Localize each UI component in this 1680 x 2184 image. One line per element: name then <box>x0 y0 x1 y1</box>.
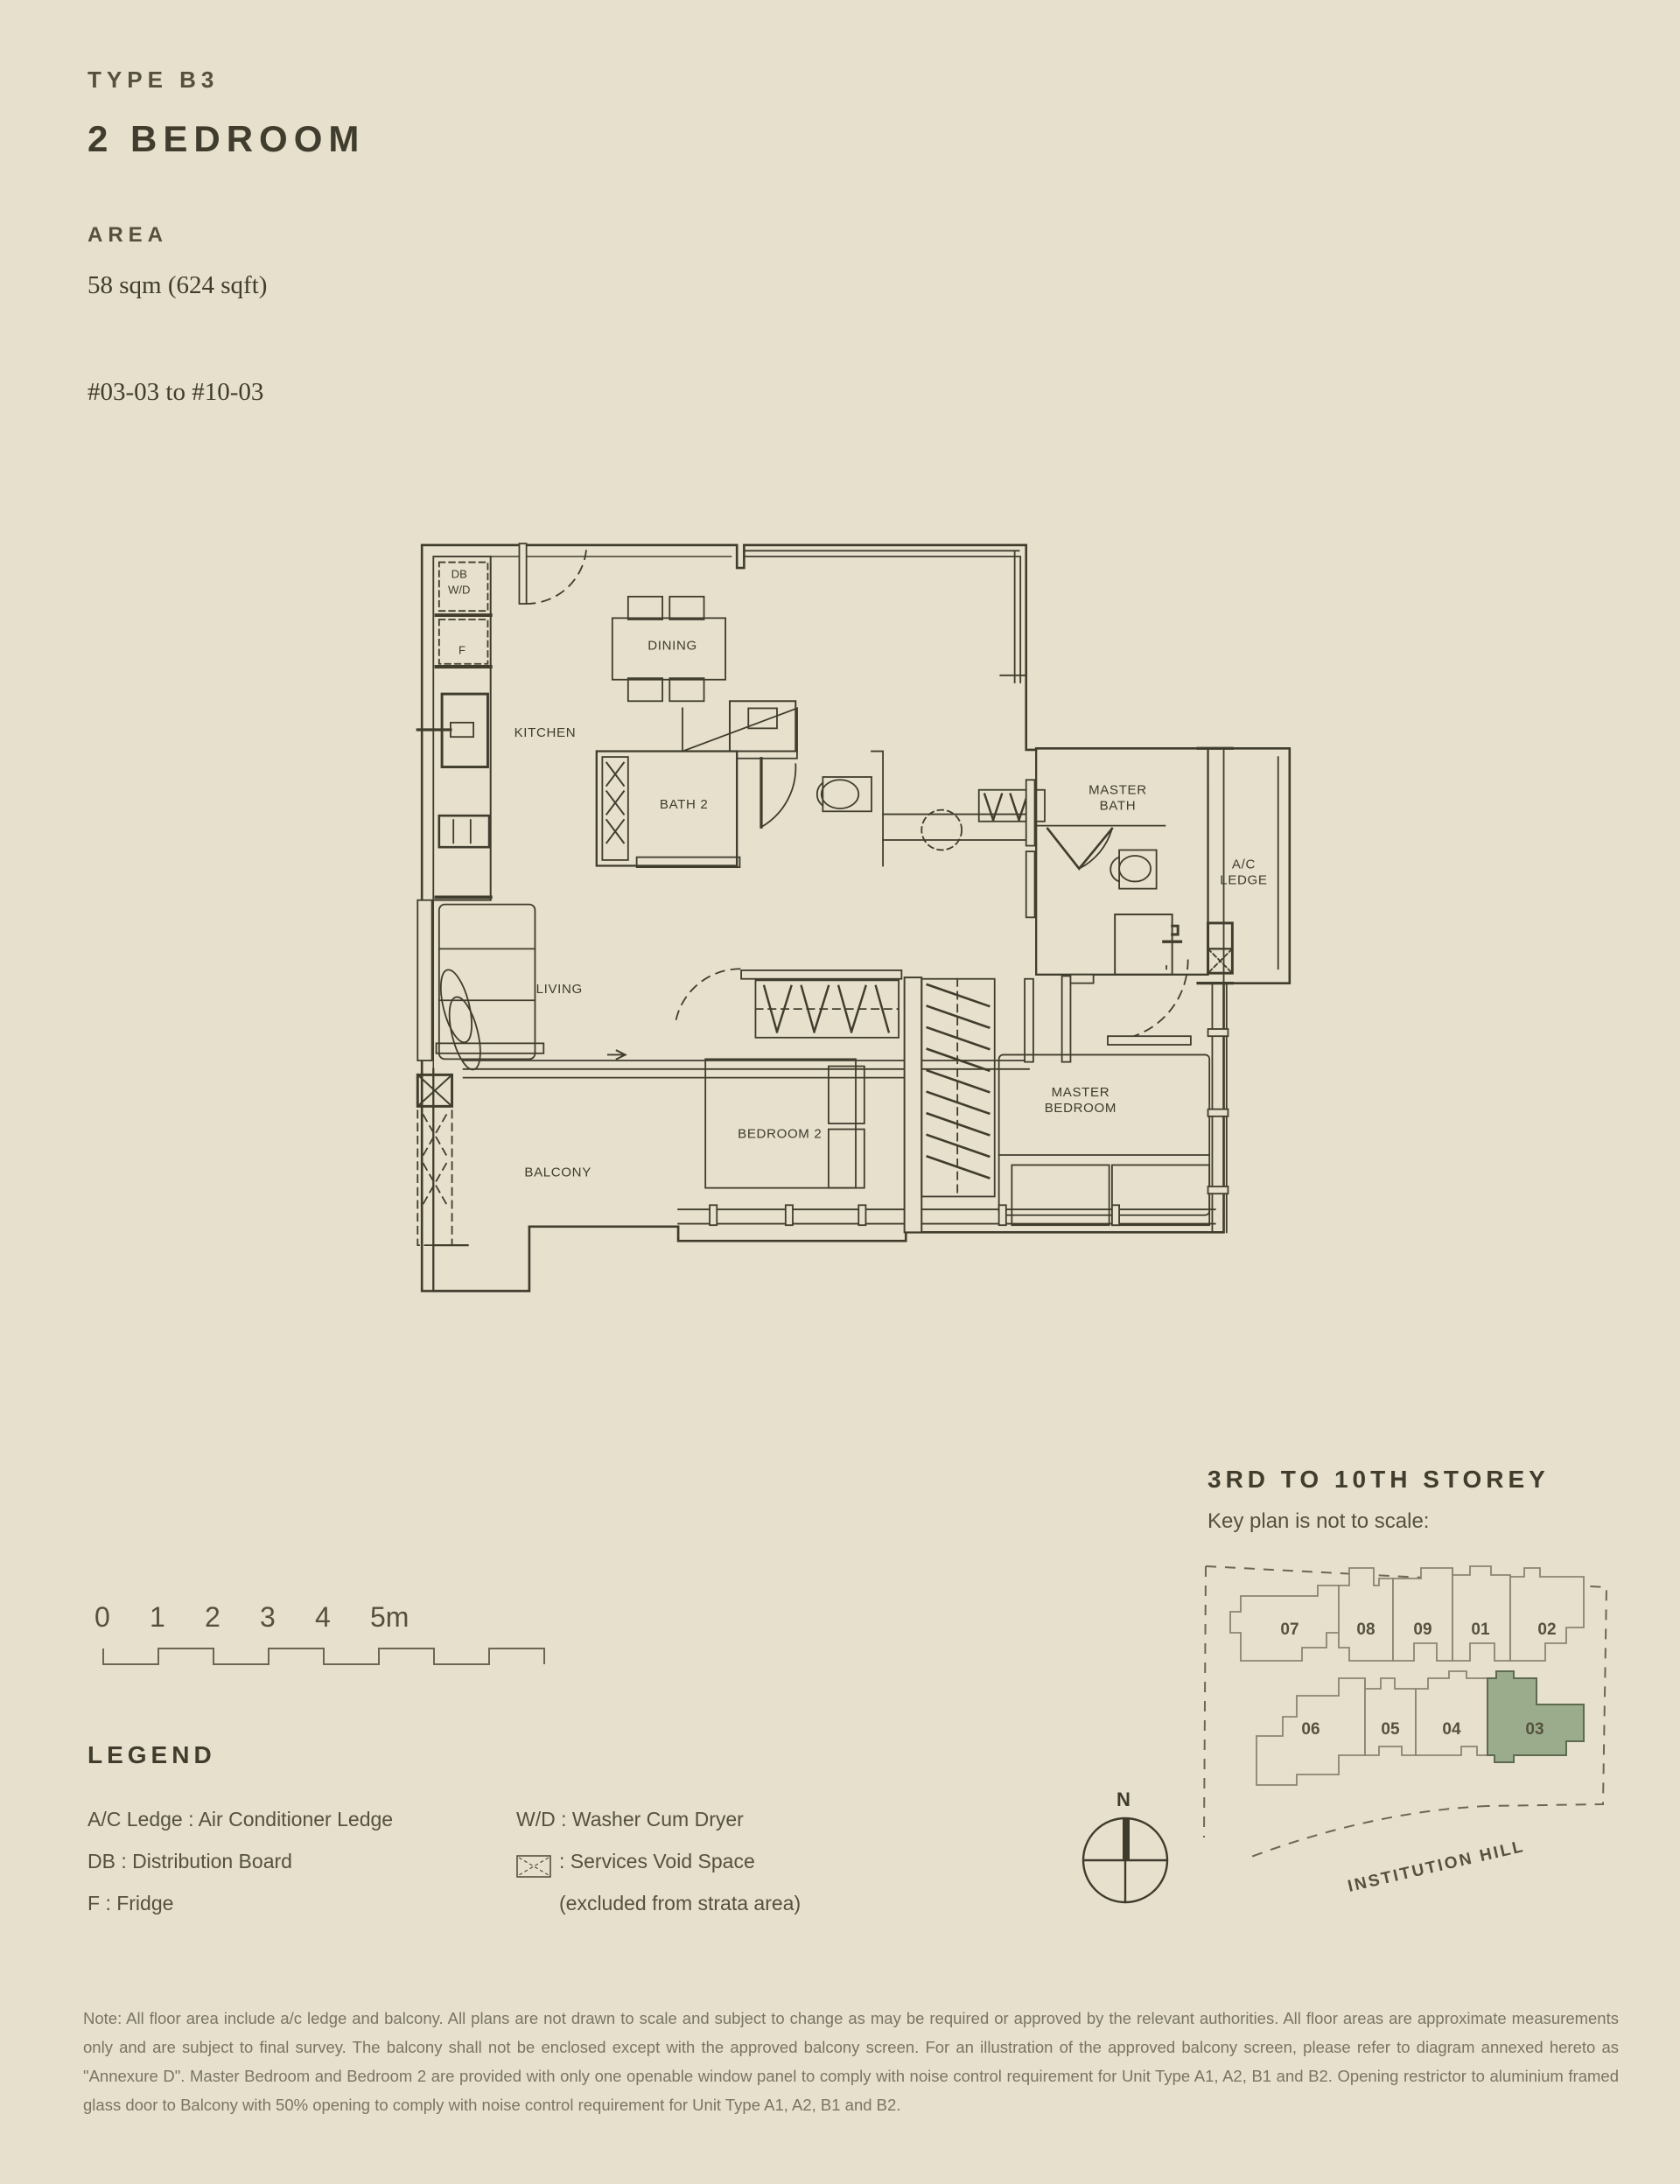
legend-text: F : Fridge <box>88 1892 174 1914</box>
legend-column-right: W/D : Washer Cum Dryer : Services Void S… <box>516 1798 801 1924</box>
keyplan-label-07: 07 <box>1280 1620 1298 1639</box>
site-boundary <box>1205 1565 1608 1807</box>
scale-bar: 0 1 2 3 4 5m <box>88 1601 560 1671</box>
legend-item-fridge: F : Fridge <box>88 1882 393 1924</box>
legend-text: DB : Distribution Board <box>88 1850 292 1872</box>
legend-title: LEGEND <box>88 1741 216 1768</box>
legend-item-strata-note: (excluded from strata area) <box>516 1882 801 1924</box>
room-label: LIVING <box>536 982 583 997</box>
scale-tick-labels: 0 1 2 3 4 5m <box>88 1601 560 1642</box>
room-label: BEDROOM 2 <box>738 1126 822 1141</box>
legend-column-left: A/C Ledge : Air Conditioner Ledge DB : D… <box>88 1798 393 1924</box>
scale-tick: 3 <box>260 1601 276 1633</box>
area-value: 58 sqm (624 sqft) <box>88 271 268 299</box>
keyplan-label-05: 05 <box>1381 1720 1400 1739</box>
scale-tick: 0 <box>94 1601 110 1633</box>
appliance-label: F <box>458 643 466 656</box>
keyplan-unit-06 <box>1256 1677 1366 1786</box>
room-label: KITCHEN <box>514 725 577 740</box>
scale-tick: 2 <box>205 1601 220 1633</box>
legend-item-ac-ledge: A/C Ledge : Air Conditioner Ledge <box>88 1798 393 1840</box>
keyplan-title: 3RD TO 10TH STOREY <box>1208 1466 1550 1493</box>
page-title: 2 BEDROOM <box>88 118 366 159</box>
compass-rose: N <box>1082 1788 1169 1904</box>
legend-text: W/D : Washer Cum Dryer <box>516 1808 744 1830</box>
legend-item-washer-dryer: W/D : Washer Cum Dryer <box>516 1798 801 1840</box>
legend-item-db: DB : Distribution Board <box>88 1840 393 1882</box>
scale-tick: 4 <box>315 1601 331 1633</box>
unit-range: #03-03 to #10-03 <box>88 378 264 406</box>
keyplan-label-01: 01 <box>1471 1620 1490 1639</box>
legend-text: : Services Void Space <box>559 1850 755 1872</box>
footnote: Note: All floor area include a/c ledge a… <box>83 2009 1619 2114</box>
legend-text: A/C Ledge : Air Conditioner Ledge <box>88 1808 394 1830</box>
keyplan-unit-08 <box>1338 1567 1394 1662</box>
keyplan-label-02: 02 <box>1537 1620 1556 1639</box>
appliance-label: W/D <box>448 584 470 597</box>
room-label: DINING <box>648 638 697 653</box>
unit-type-label: TYPE B3 <box>88 66 220 93</box>
compass-north-label: N <box>1116 1788 1130 1810</box>
keyplan-unit-07 <box>1229 1585 1350 1662</box>
keyplan-label-03: 03 <box>1525 1720 1544 1739</box>
keyplan-unit-03-highlighted <box>1487 1670 1585 1763</box>
keyplan-label-09: 09 <box>1413 1620 1432 1639</box>
room-label: BALCONY <box>524 1166 592 1180</box>
room-label: BATH 2 <box>660 797 709 812</box>
keyplan-unit-05 <box>1364 1677 1417 1756</box>
area-heading: AREA <box>88 223 169 247</box>
keyplan-unit-02 <box>1509 1567 1585 1662</box>
keyplan-subtitle: Key plan is not to scale: <box>1208 1509 1430 1533</box>
keyplan-label-06: 06 <box>1301 1720 1320 1739</box>
services-void-icon <box>516 1850 551 1878</box>
scale-bar-graphic <box>102 1648 545 1665</box>
street-line <box>1250 1805 1488 1858</box>
scale-tick: 1 <box>150 1601 165 1633</box>
legend-text: (excluded from strata area) <box>559 1892 802 1914</box>
appliance-label: DB <box>452 568 467 581</box>
keyplan-unit-09 <box>1392 1567 1453 1662</box>
scale-tick: 5m <box>370 1601 410 1633</box>
legend-item-services-void: : Services Void Space <box>516 1840 801 1882</box>
keyplan-label-04: 04 <box>1442 1720 1461 1739</box>
keyplan-label-08: 08 <box>1356 1620 1375 1639</box>
keyplan-diagram: 07 08 09 01 02 06 05 04 03 INSTITUTION HILL <box>1203 1565 1608 1896</box>
keyplan-unit-01 <box>1452 1565 1511 1662</box>
keyplan-unit-04 <box>1415 1670 1488 1756</box>
street-name-label: INSTITUTION HILL <box>1346 1838 1526 1896</box>
